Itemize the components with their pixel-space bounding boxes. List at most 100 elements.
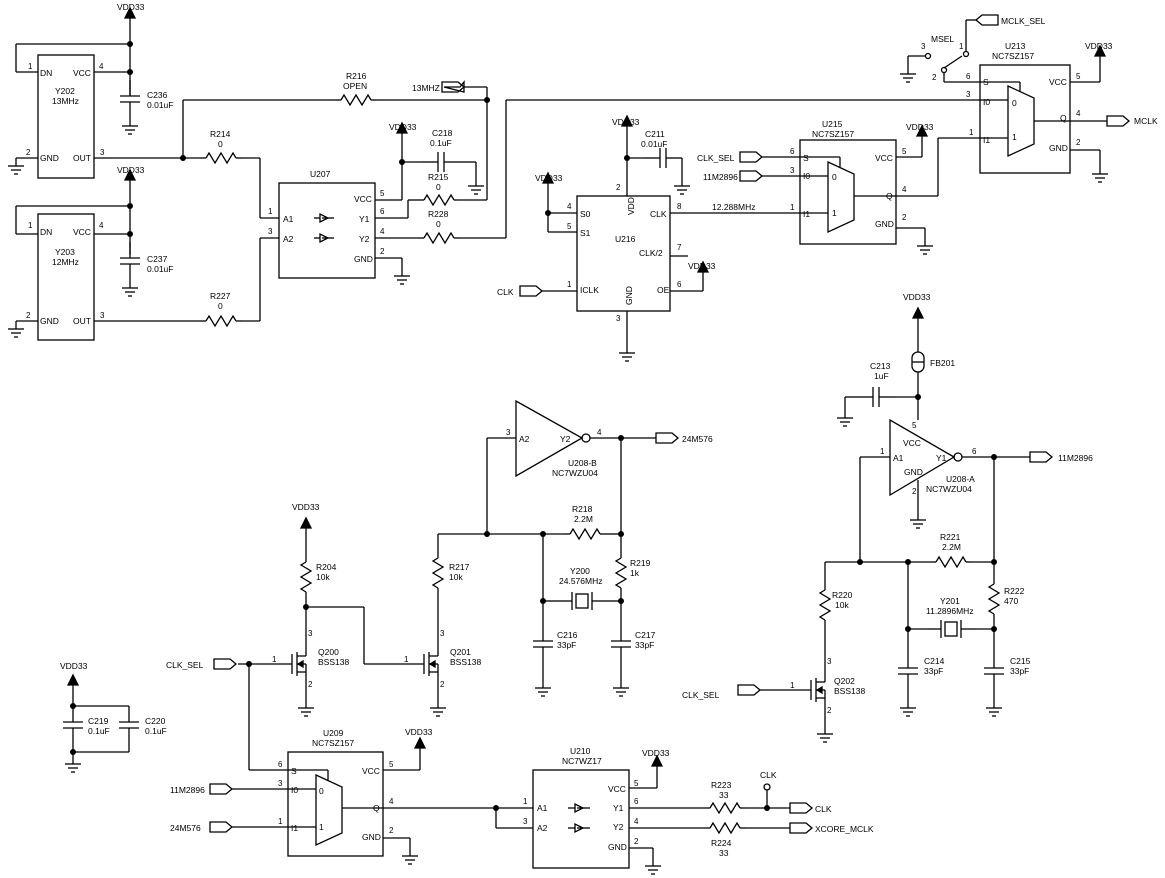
pin-label: A2	[283, 234, 294, 244]
ref-label: U208-A	[946, 474, 975, 484]
pin-label: 1	[319, 822, 324, 832]
ref-label: R216	[346, 71, 367, 81]
value-label: 12MHz	[52, 257, 79, 267]
net-label: CLK	[815, 804, 832, 814]
pin-label: A2	[537, 823, 548, 833]
value-label: 0.01uF	[147, 100, 173, 110]
pin-label: S1	[580, 228, 591, 238]
pin-label: CLK	[650, 209, 667, 219]
part-label: NC7SZ157	[992, 51, 1034, 61]
u210-buffer: U210 NC7WZ17 A1 A2 VCC Y1 Y2 GND 1 3 5 6…	[523, 746, 639, 869]
ref-label: C211	[645, 129, 665, 139]
pin-label: VCC	[73, 68, 91, 78]
pin-number: 1	[880, 447, 885, 456]
pin-number: 1	[790, 203, 795, 212]
pin-number: 2	[634, 837, 639, 846]
value-label: 10k	[316, 572, 330, 582]
pin-label: VCC	[354, 194, 372, 204]
pin-label: A1	[537, 803, 548, 813]
u207-buffer: U207 A1 A2 VCC Y1 Y2 GND 1 3 5 6 4 2	[268, 169, 385, 279]
pin-number: 5	[912, 421, 917, 430]
value-label: OPEN	[343, 81, 367, 91]
value-label: BSS138	[834, 686, 865, 696]
pin-label: Y1	[359, 214, 370, 224]
pin-label: S	[291, 766, 297, 776]
pin-number: 3	[616, 314, 621, 323]
pin-number: 2	[932, 73, 937, 82]
ref-label: Y201	[940, 596, 960, 606]
pin-number: 6	[278, 760, 283, 769]
pin-label: ICLK	[580, 285, 599, 295]
net-label: VDD33	[688, 261, 716, 271]
part-label: NC7WZU04	[926, 484, 972, 494]
pin-number: 6	[972, 447, 977, 456]
net-label: 12.288MHz	[712, 202, 755, 212]
pin-number: 4	[597, 428, 602, 437]
net-label: 24M576	[170, 823, 201, 833]
net-label: VDD33	[642, 748, 670, 758]
pin-number: 6	[634, 797, 639, 806]
ref-label: U210	[570, 746, 591, 756]
value-label: 10k	[835, 600, 849, 610]
u209-mux: U209 NC7SZ157 S I0 I1 VCC Q GND 0 1 6 3 …	[278, 728, 394, 857]
ref-label: C218	[432, 128, 453, 138]
net-label: VDD33	[405, 727, 433, 737]
pin-number: 2	[26, 148, 31, 157]
pin-number: 1	[278, 817, 283, 826]
pin-label: VCC	[608, 784, 626, 794]
net-label: MCLK_SEL	[1001, 16, 1046, 26]
value-label: 33pF	[635, 640, 654, 650]
net-label: VDD33	[117, 165, 145, 175]
net-label: VDD33	[389, 122, 417, 132]
msel-jumper: MSEL 3 1 2	[921, 34, 964, 82]
net-label: VDD33	[535, 173, 563, 183]
pin-number: 1	[28, 221, 33, 230]
u215-mux: U215 NC7SZ157 S I0 I1 VCC Q GND 0 1 6 3 …	[790, 119, 907, 245]
pin-number: 3	[827, 657, 832, 666]
value-label: 0.1uF	[88, 726, 110, 736]
value-label: 0	[436, 182, 441, 192]
pin-label: VCC	[875, 153, 893, 163]
net-label: VDD33	[292, 502, 320, 512]
ref-label: U215	[822, 119, 843, 129]
pin-number: 1	[28, 62, 33, 71]
y203-oscillator: DN VCC GND OUT Y203 12MHz 1 4 2 3	[26, 213, 105, 341]
ref-label: R218	[572, 504, 593, 514]
ref-label: R220	[832, 590, 853, 600]
ref-label: R221	[940, 532, 961, 542]
pin-number: 2	[389, 826, 394, 835]
u208a-inverter: A1 Y1 VCC GND U208-A NC7WZU04 5 1 6 2	[880, 418, 977, 497]
value-label: 10k	[449, 572, 463, 582]
pin-number: 5	[902, 147, 907, 156]
value-label: 33	[719, 848, 729, 858]
u216-clock-generator: S0 S1 ICLK CLK CLK/2 OE U216 VDD GND 4 5…	[567, 183, 682, 323]
pin-label: Y2	[613, 822, 624, 832]
value-label: 1k	[630, 568, 640, 578]
pin-number: 4	[380, 227, 385, 236]
ref-label: U216	[615, 234, 636, 244]
value-label: 0	[218, 301, 223, 311]
pin-number: 4	[1076, 109, 1081, 118]
ref-label: Q201	[450, 647, 471, 657]
pin-label: VCC	[903, 438, 921, 448]
net-label: CLK_SEL	[166, 660, 204, 670]
ref-label: MSEL	[931, 34, 954, 44]
net-label: 11M2896	[1058, 453, 1093, 463]
net-label: CLK_SEL	[697, 153, 735, 163]
pin-label: Y1	[613, 803, 624, 813]
ref-label: C213	[870, 361, 891, 371]
pin-label: A2	[519, 434, 530, 444]
pin-number: 8	[677, 202, 682, 211]
ref-label: R204	[316, 562, 337, 572]
pin-label: GND	[904, 467, 923, 477]
pin-label: I0	[983, 97, 990, 107]
ref-label: R228	[428, 209, 449, 219]
ref-label: Q200	[318, 647, 339, 657]
value-label: 33pF	[924, 666, 943, 676]
ref-label: C217	[635, 630, 656, 640]
value-label: 470	[1004, 596, 1018, 606]
pin-label: OUT	[73, 316, 91, 326]
ref-label: R214	[210, 129, 231, 139]
pin-number: 1	[404, 655, 409, 664]
